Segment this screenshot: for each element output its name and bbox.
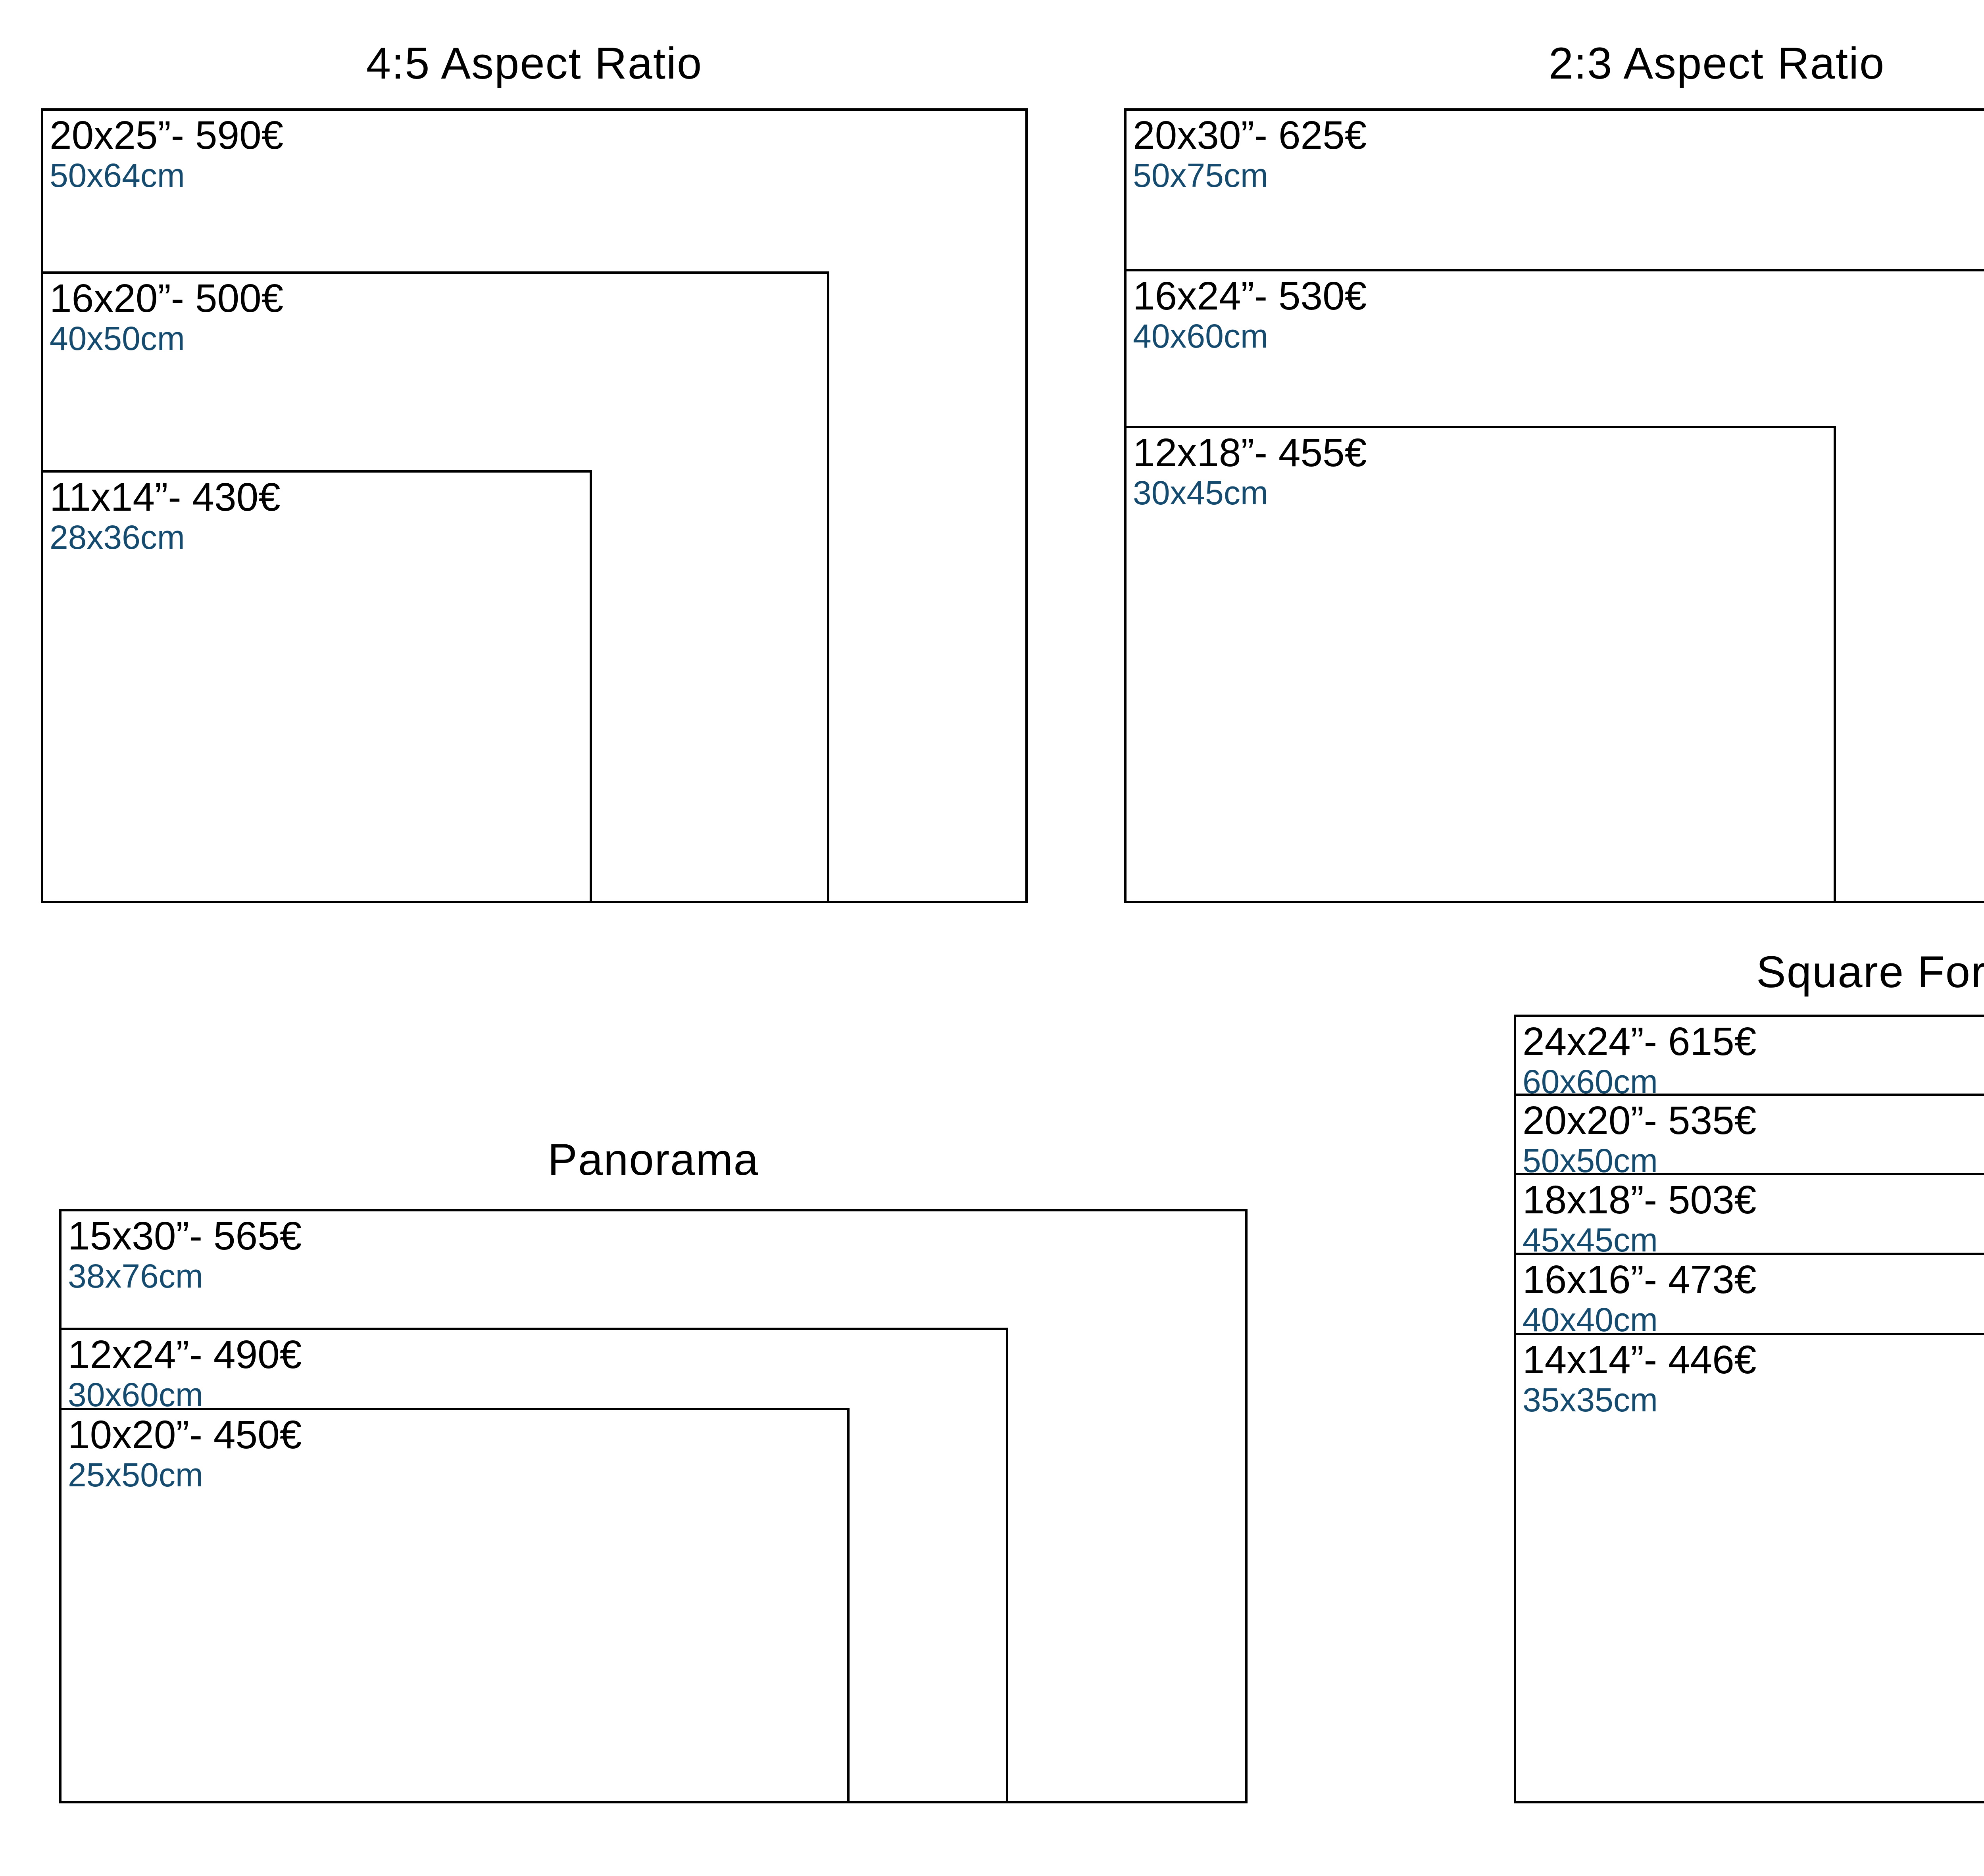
size-box-24x24: 24x24”- 615€ 60x60cm xyxy=(1514,1015,1984,1803)
size-price-label: 20x30”- 625€ xyxy=(1133,113,1367,158)
group-title-panorama: Panorama xyxy=(548,1135,759,1184)
size-box-12x18: 12x18”- 455€ 30x45cm xyxy=(1124,426,1836,903)
size-cm-label: 25x50cm xyxy=(68,1456,203,1493)
size-label-15x30: 15x30”- 565€ 38x76cm xyxy=(68,1214,302,1294)
group-title-square: Square Format xyxy=(1756,947,1984,997)
size-price-label: 15x30”- 565€ xyxy=(68,1214,302,1258)
size-label-12x24: 12x24”- 490€ 30x60cm xyxy=(68,1332,302,1413)
size-price-label: 11x14”- 430€ xyxy=(50,475,281,519)
size-cm-label: 50x50cm xyxy=(1523,1142,1658,1179)
size-label-20x30: 20x30”- 625€ 50x75cm xyxy=(1133,113,1367,194)
size-label-11x14: 11x14”- 430€ 28x36cm xyxy=(50,475,281,555)
size-label-12x18: 12x18”- 455€ 30x45cm xyxy=(1133,431,1367,511)
size-cm-label: 45x45cm xyxy=(1523,1221,1658,1259)
size-price-label: 24x24”- 615€ xyxy=(1523,1019,1757,1064)
size-label-16x16: 16x16”- 473€ 40x40cm xyxy=(1523,1257,1756,1338)
size-price-label: 10x20”- 450€ xyxy=(68,1413,302,1457)
size-price-label: 16x20”- 500€ xyxy=(50,276,284,321)
size-cm-label: 30x60cm xyxy=(68,1376,203,1413)
size-cm-label: 30x45cm xyxy=(1133,474,1268,511)
size-box-11x14: 11x14”- 430€ 28x36cm xyxy=(41,470,592,903)
size-label-24x24: 24x24”- 615€ 60x60cm xyxy=(1523,1019,1756,1100)
size-price-label: 16x16”- 473€ xyxy=(1523,1257,1757,1302)
size-label-20x20: 20x20”- 535€ 50x50cm xyxy=(1523,1098,1756,1179)
size-price-label: 20x25”- 590€ xyxy=(50,113,284,158)
size-cm-label: 35x35cm xyxy=(1523,1381,1658,1419)
size-price-label: 14x14”- 446€ xyxy=(1523,1338,1757,1382)
size-price-label: 16x24”- 530€ xyxy=(1133,274,1367,318)
size-label-20x25: 20x25”- 590€ 50x64cm xyxy=(50,113,283,194)
size-cm-label: 40x60cm xyxy=(1133,317,1268,355)
size-box-10x20: 10x20”- 450€ 25x50cm xyxy=(59,1408,850,1803)
size-label-16x20: 16x20”- 500€ 40x50cm xyxy=(50,276,283,357)
size-price-label: 12x18”- 455€ xyxy=(1133,431,1367,475)
size-box-14x14: 14x14”- 446€ 35x35cm xyxy=(1514,1333,1984,1803)
size-cm-label: 50x64cm xyxy=(50,157,185,194)
size-label-14x14: 14x14”- 446€ 35x35cm xyxy=(1523,1338,1756,1418)
group-title-4x5: 4:5 Aspect Ratio xyxy=(366,38,703,88)
size-label-10x20: 10x20”- 450€ 25x50cm xyxy=(68,1413,302,1493)
group-title-2x3: 2:3 Aspect Ratio xyxy=(1548,38,1885,88)
size-cm-label: 28x36cm xyxy=(50,519,185,556)
size-cm-label: 38x76cm xyxy=(68,1257,203,1295)
size-label-16x24: 16x24”- 530€ 40x60cm xyxy=(1133,274,1367,354)
size-cm-label: 40x50cm xyxy=(50,320,185,357)
size-cm-label: 40x40cm xyxy=(1523,1301,1658,1338)
size-box-16x24: 16x24”- 530€ 40x60cm xyxy=(1124,269,1984,903)
size-price-label: 12x24”- 490€ xyxy=(68,1332,302,1377)
size-price-label: 18x18”- 503€ xyxy=(1523,1178,1757,1222)
size-price-label: 20x20”- 535€ xyxy=(1523,1098,1757,1143)
size-label-18x18: 18x18”- 503€ 45x45cm xyxy=(1523,1178,1756,1258)
size-cm-label: 50x75cm xyxy=(1133,157,1268,194)
